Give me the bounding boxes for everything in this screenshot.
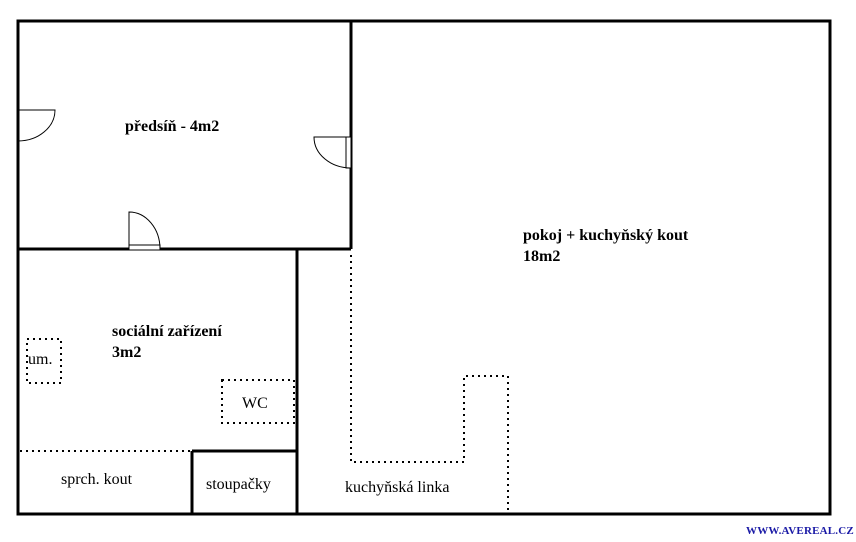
outer-wall [16, 19, 832, 516]
kitchen-label: kuchyňská linka [345, 479, 450, 496]
shower-label: sprch. kout [61, 471, 133, 488]
room-door-icon [313, 136, 352, 169]
bathroom-label: sociální zařízení [112, 323, 222, 340]
website-link[interactable]: WWW.AVEREAL.CZ [746, 525, 854, 537]
bathroom-area: 3m2 [112, 344, 142, 361]
toilet-outline [221, 379, 295, 424]
washbasin-outline [26, 338, 62, 384]
washbasin-label: um. [28, 351, 53, 368]
risers-label: stoupačky [206, 476, 271, 493]
living-room-area: 18m2 [523, 248, 561, 265]
living-room-label: pokoj + kuchyňský kout [523, 227, 689, 244]
entrance-door-icon [17, 109, 56, 142]
hall-label: předsíň - 4m2 [125, 118, 220, 135]
kitchen-counter-outline [350, 255, 509, 512]
toilet-label: WC [242, 395, 268, 412]
bathroom-door-icon [128, 211, 161, 251]
